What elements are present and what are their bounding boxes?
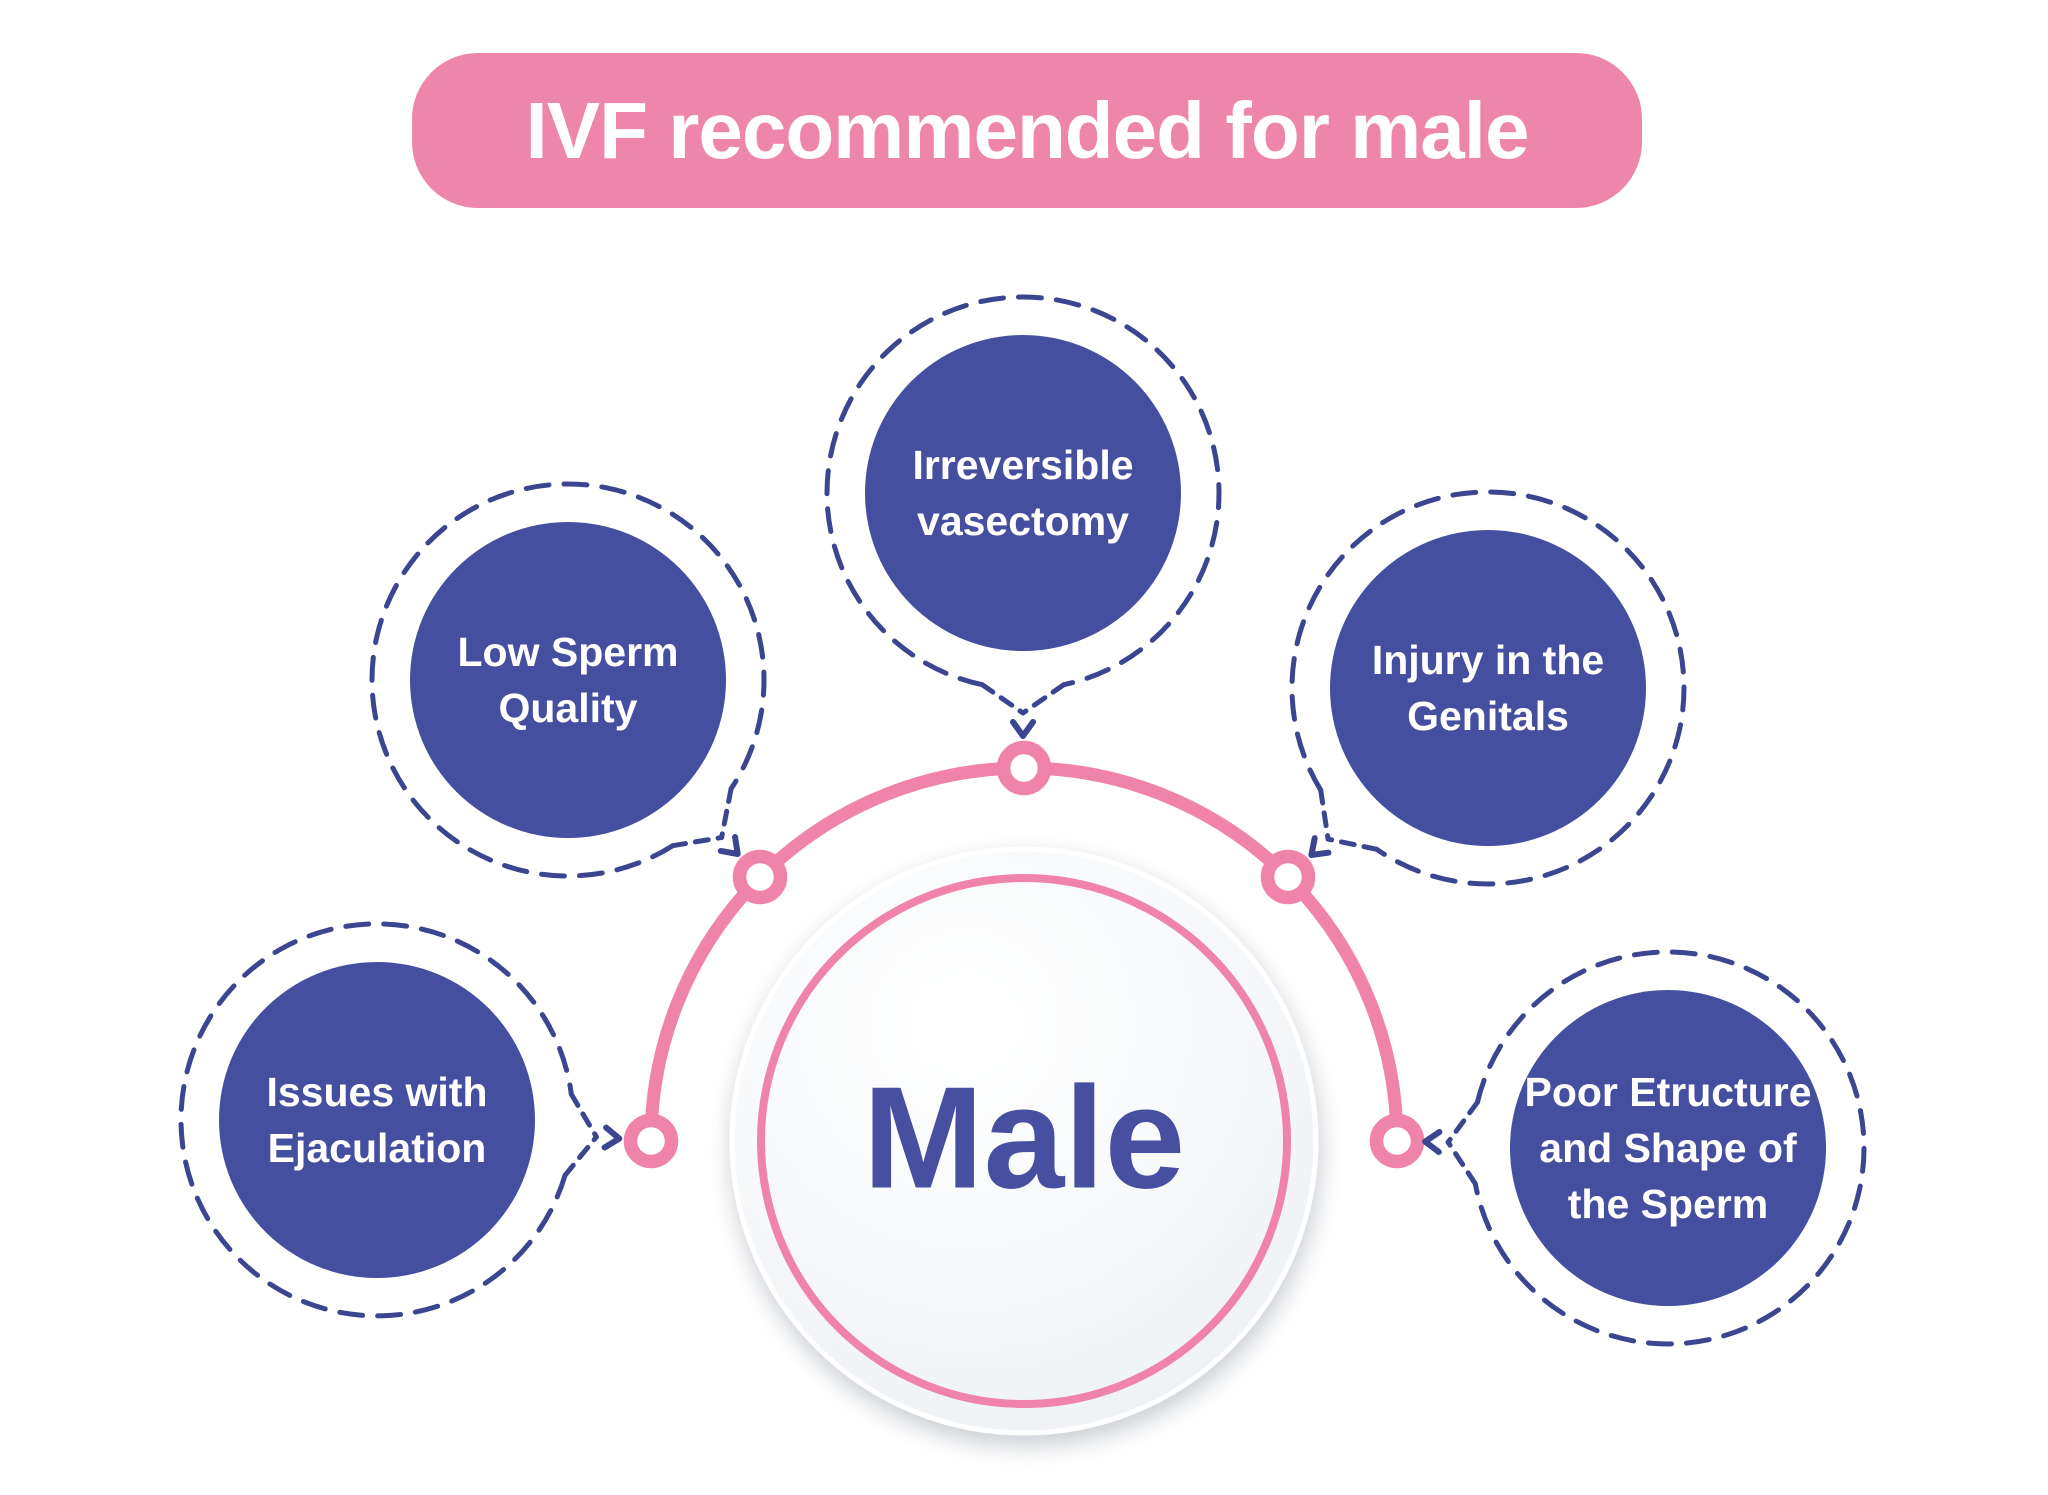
cause-bubble-injury-in-the-genitals: [1289, 489, 1687, 887]
connector-node-top: [996, 740, 1052, 796]
cause-circle: [219, 962, 535, 1278]
connector-node-upper-right: [1260, 849, 1316, 905]
tail-line: [1445, 1139, 1478, 1187]
cause-label-injury-in-the-genitals: Injury in the Genitals: [1371, 637, 1605, 739]
cause-circle: [1330, 530, 1646, 846]
tail-line: [1318, 787, 1331, 842]
center-circle: [729, 846, 1319, 1436]
connector-node-left: [623, 1113, 679, 1169]
tail-line: [670, 835, 725, 849]
cause-circle: [1510, 990, 1826, 1306]
connector-node-right: [1369, 1113, 1425, 1169]
cause-bubble-issues-with-ejaculation: [178, 921, 623, 1319]
dashed-ring: [1289, 489, 1687, 887]
connector-node-upper-left: [732, 849, 788, 905]
cause-label-irreversible-vasectomy: Irreversible vasectomy: [912, 442, 1134, 544]
cause-label-issues-with-ejaculation: Issues with Ejaculation: [266, 1069, 488, 1171]
title-text: IVF recommended for male: [525, 85, 1530, 175]
dashed-ring: [178, 921, 574, 1319]
tail-line: [719, 786, 734, 840]
tail-arrow-icon: [1308, 835, 1332, 858]
cause-label-low-sperm-quality: Low Sperm Quality: [457, 629, 679, 731]
tail-arrow-icon: [717, 833, 741, 857]
tail-arrow-icon: [601, 1124, 623, 1151]
tail-arrow-icon: [1010, 719, 1036, 739]
dashed-ring: [369, 481, 767, 879]
tail-line: [1325, 836, 1380, 852]
tail-line: [1445, 1099, 1480, 1145]
tail-arrow-icon: [1422, 1128, 1443, 1155]
tail-line: [979, 682, 1026, 716]
cause-label-poor-structure-shape: Poor Etructure and Shape of the Sperm: [1524, 1069, 1812, 1227]
cause-bubble-low-sperm-quality: [369, 481, 767, 879]
dashed-ring: [1472, 949, 1867, 1347]
dashed-ring: [824, 294, 1222, 688]
center-label: Male: [862, 1056, 1186, 1219]
center-circle-ring: [757, 874, 1291, 1408]
cause-circle: [865, 335, 1181, 651]
cause-bubble-poor-structure-shape: [1422, 949, 1867, 1347]
tail-line: [562, 1134, 599, 1178]
title-banner: IVF recommended for male: [412, 53, 1642, 208]
tail-line: [568, 1091, 599, 1140]
cause-circle: [410, 522, 726, 838]
tail-line: [1020, 682, 1067, 716]
cause-bubble-irreversible-vasectomy: [824, 294, 1222, 739]
